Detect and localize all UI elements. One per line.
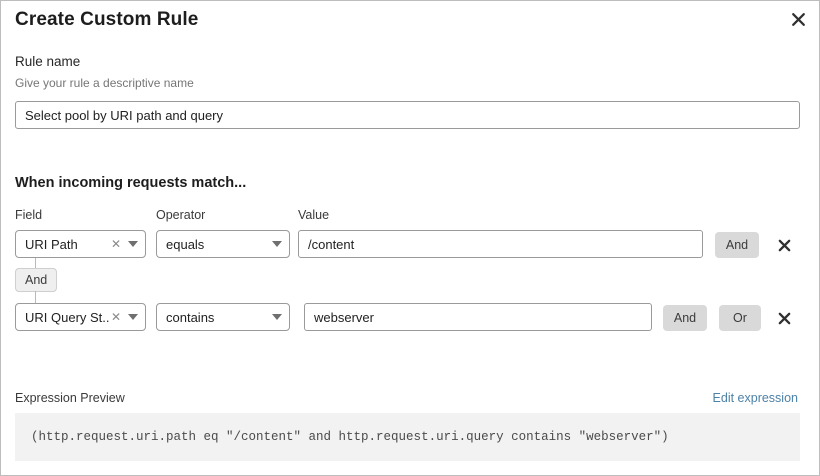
logic-and-button-row-2[interactable]: And [663,305,707,331]
logic-and-button-row-1[interactable]: And [715,232,759,258]
delete-icon-row-2[interactable] [773,307,795,329]
rule-name-input[interactable] [15,101,800,129]
connector-and-badge[interactable]: And [15,268,58,292]
operator-select-row-1[interactable]: equals [156,230,290,258]
conditions-section-title: When incoming requests match... [15,175,247,191]
operator-select-row-1-value: equals [166,236,205,252]
delete-glyph [778,239,790,251]
field-select-row-2-value: URI Query St... [25,309,109,325]
column-header-field: Field [15,208,43,222]
value-input-row-2[interactable] [304,303,652,331]
close-icon[interactable] [785,6,811,32]
close-glyph [791,12,805,26]
clear-icon[interactable]: ✕ [110,310,121,324]
connector-line-top [35,258,36,269]
operator-select-row-2[interactable]: contains [156,303,290,331]
column-header-operator: Operator [156,208,206,222]
expression-preview-code: (http.request.uri.path eq "/content" and… [15,413,800,461]
connector-line-bottom [35,291,36,303]
value-input-row-1[interactable] [298,230,703,258]
field-select-row-2[interactable]: URI Query St... ✕ [15,303,146,331]
chevron-down-icon [128,314,138,320]
delete-glyph [778,312,790,324]
rule-name-label: Rule name [15,54,81,69]
chevron-down-icon [128,241,138,247]
chevron-down-icon [272,314,282,320]
operator-select-row-2-value: contains [166,309,215,325]
expression-preview-label: Expression Preview [15,391,125,405]
field-select-row-1[interactable]: URI Path ✕ [15,230,146,258]
rule-name-help: Give your rule a descriptive name [15,76,194,90]
delete-icon-row-1[interactable] [773,234,795,256]
clear-icon[interactable]: ✕ [110,237,121,251]
chevron-down-icon [272,241,282,247]
dialog-title: Create Custom Rule [15,9,199,30]
column-header-value: Value [298,208,330,222]
edit-expression-link[interactable]: Edit expression [712,391,798,405]
logic-or-button-row-2[interactable]: Or [719,305,761,331]
field-select-row-1-value: URI Path [25,236,78,252]
